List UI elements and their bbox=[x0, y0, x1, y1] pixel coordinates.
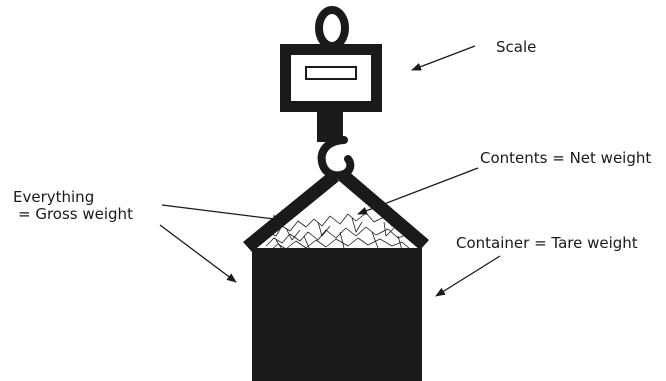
scale-pointer-arrow bbox=[411, 45, 476, 71]
scale-hook bbox=[317, 136, 355, 180]
scale-device bbox=[280, 6, 382, 180]
sling bbox=[243, 170, 429, 252]
sling-strap-left bbox=[243, 172, 339, 252]
sling-strap-right bbox=[338, 170, 429, 250]
container-pointer-arrow bbox=[435, 255, 501, 297]
everything-pointer-arrow-lower bbox=[159, 224, 237, 283]
scale-display bbox=[305, 66, 357, 80]
gross-label-line1: Everything bbox=[13, 188, 95, 206]
scale-label: Scale bbox=[496, 38, 537, 56]
contents-pointer-arrow bbox=[357, 167, 479, 215]
container-box bbox=[252, 248, 422, 381]
gross-label-line2: = Gross weight bbox=[18, 205, 133, 223]
scale-ring bbox=[315, 6, 349, 50]
contents-sketch bbox=[261, 212, 417, 253]
contents-label: Contents = Net weight bbox=[480, 149, 652, 167]
container-label: Container = Tare weight bbox=[456, 234, 638, 252]
everything-pointer-arrow-upper bbox=[161, 204, 283, 223]
